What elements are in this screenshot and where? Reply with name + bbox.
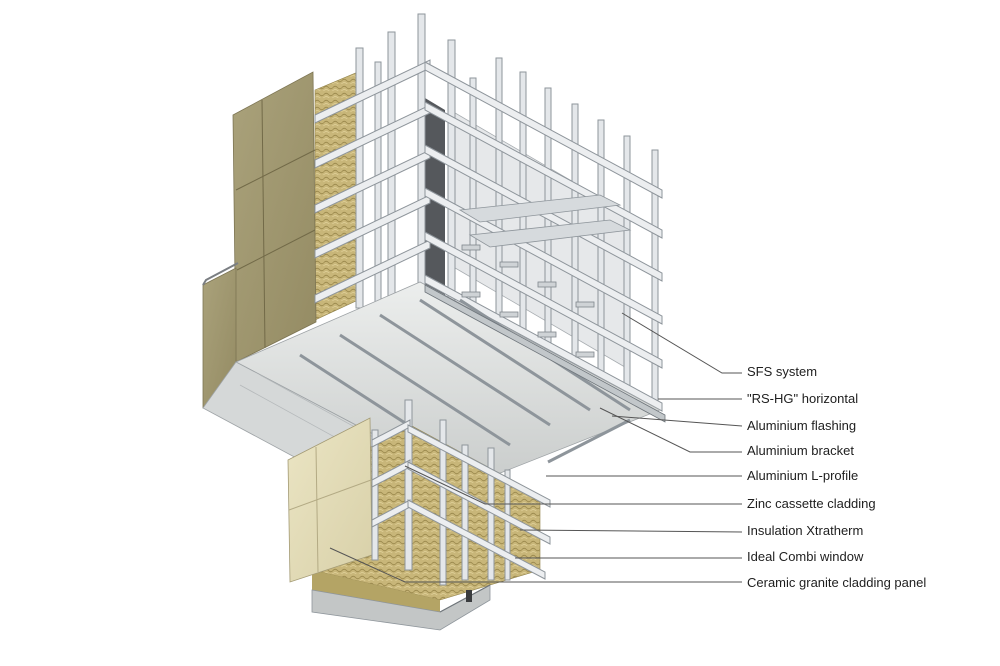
- label-ceramic-granite-cladding-panel: Ceramic granite cladding panel: [747, 575, 927, 590]
- leader-aluminium-bracket: [599, 407, 742, 453]
- label-insulation-xtratherm: Insulation Xtratherm: [747, 523, 864, 538]
- leader-ceramic-granite-cladding-panel: [329, 547, 742, 583]
- label-ideal-combi-window: Ideal Combi window: [747, 549, 864, 564]
- label-aluminium-flashing: Aluminium flashing: [747, 418, 857, 433]
- label-zinc-cassette-cladding: Zinc cassette cladding: [747, 496, 876, 511]
- leader-zinc-cassette-cladding: [404, 465, 742, 505]
- label-aluminium-l-profile: Aluminium L-profile: [747, 468, 859, 483]
- label-sfs-system: SFS system: [747, 364, 818, 379]
- leader-sfs-system: [621, 312, 742, 374]
- label-aluminium-bracket: Aluminium bracket: [747, 443, 854, 458]
- leader-insulation-xtratherm: [519, 529, 743, 533]
- upper-assembly: [202, 13, 666, 521]
- label-rs-hg-horizontal: "RS-HG" horizontal: [747, 391, 859, 406]
- leader-lines: [329, 312, 743, 583]
- lower-assembly: [287, 399, 551, 631]
- leader-aluminium-flashing: [611, 415, 743, 427]
